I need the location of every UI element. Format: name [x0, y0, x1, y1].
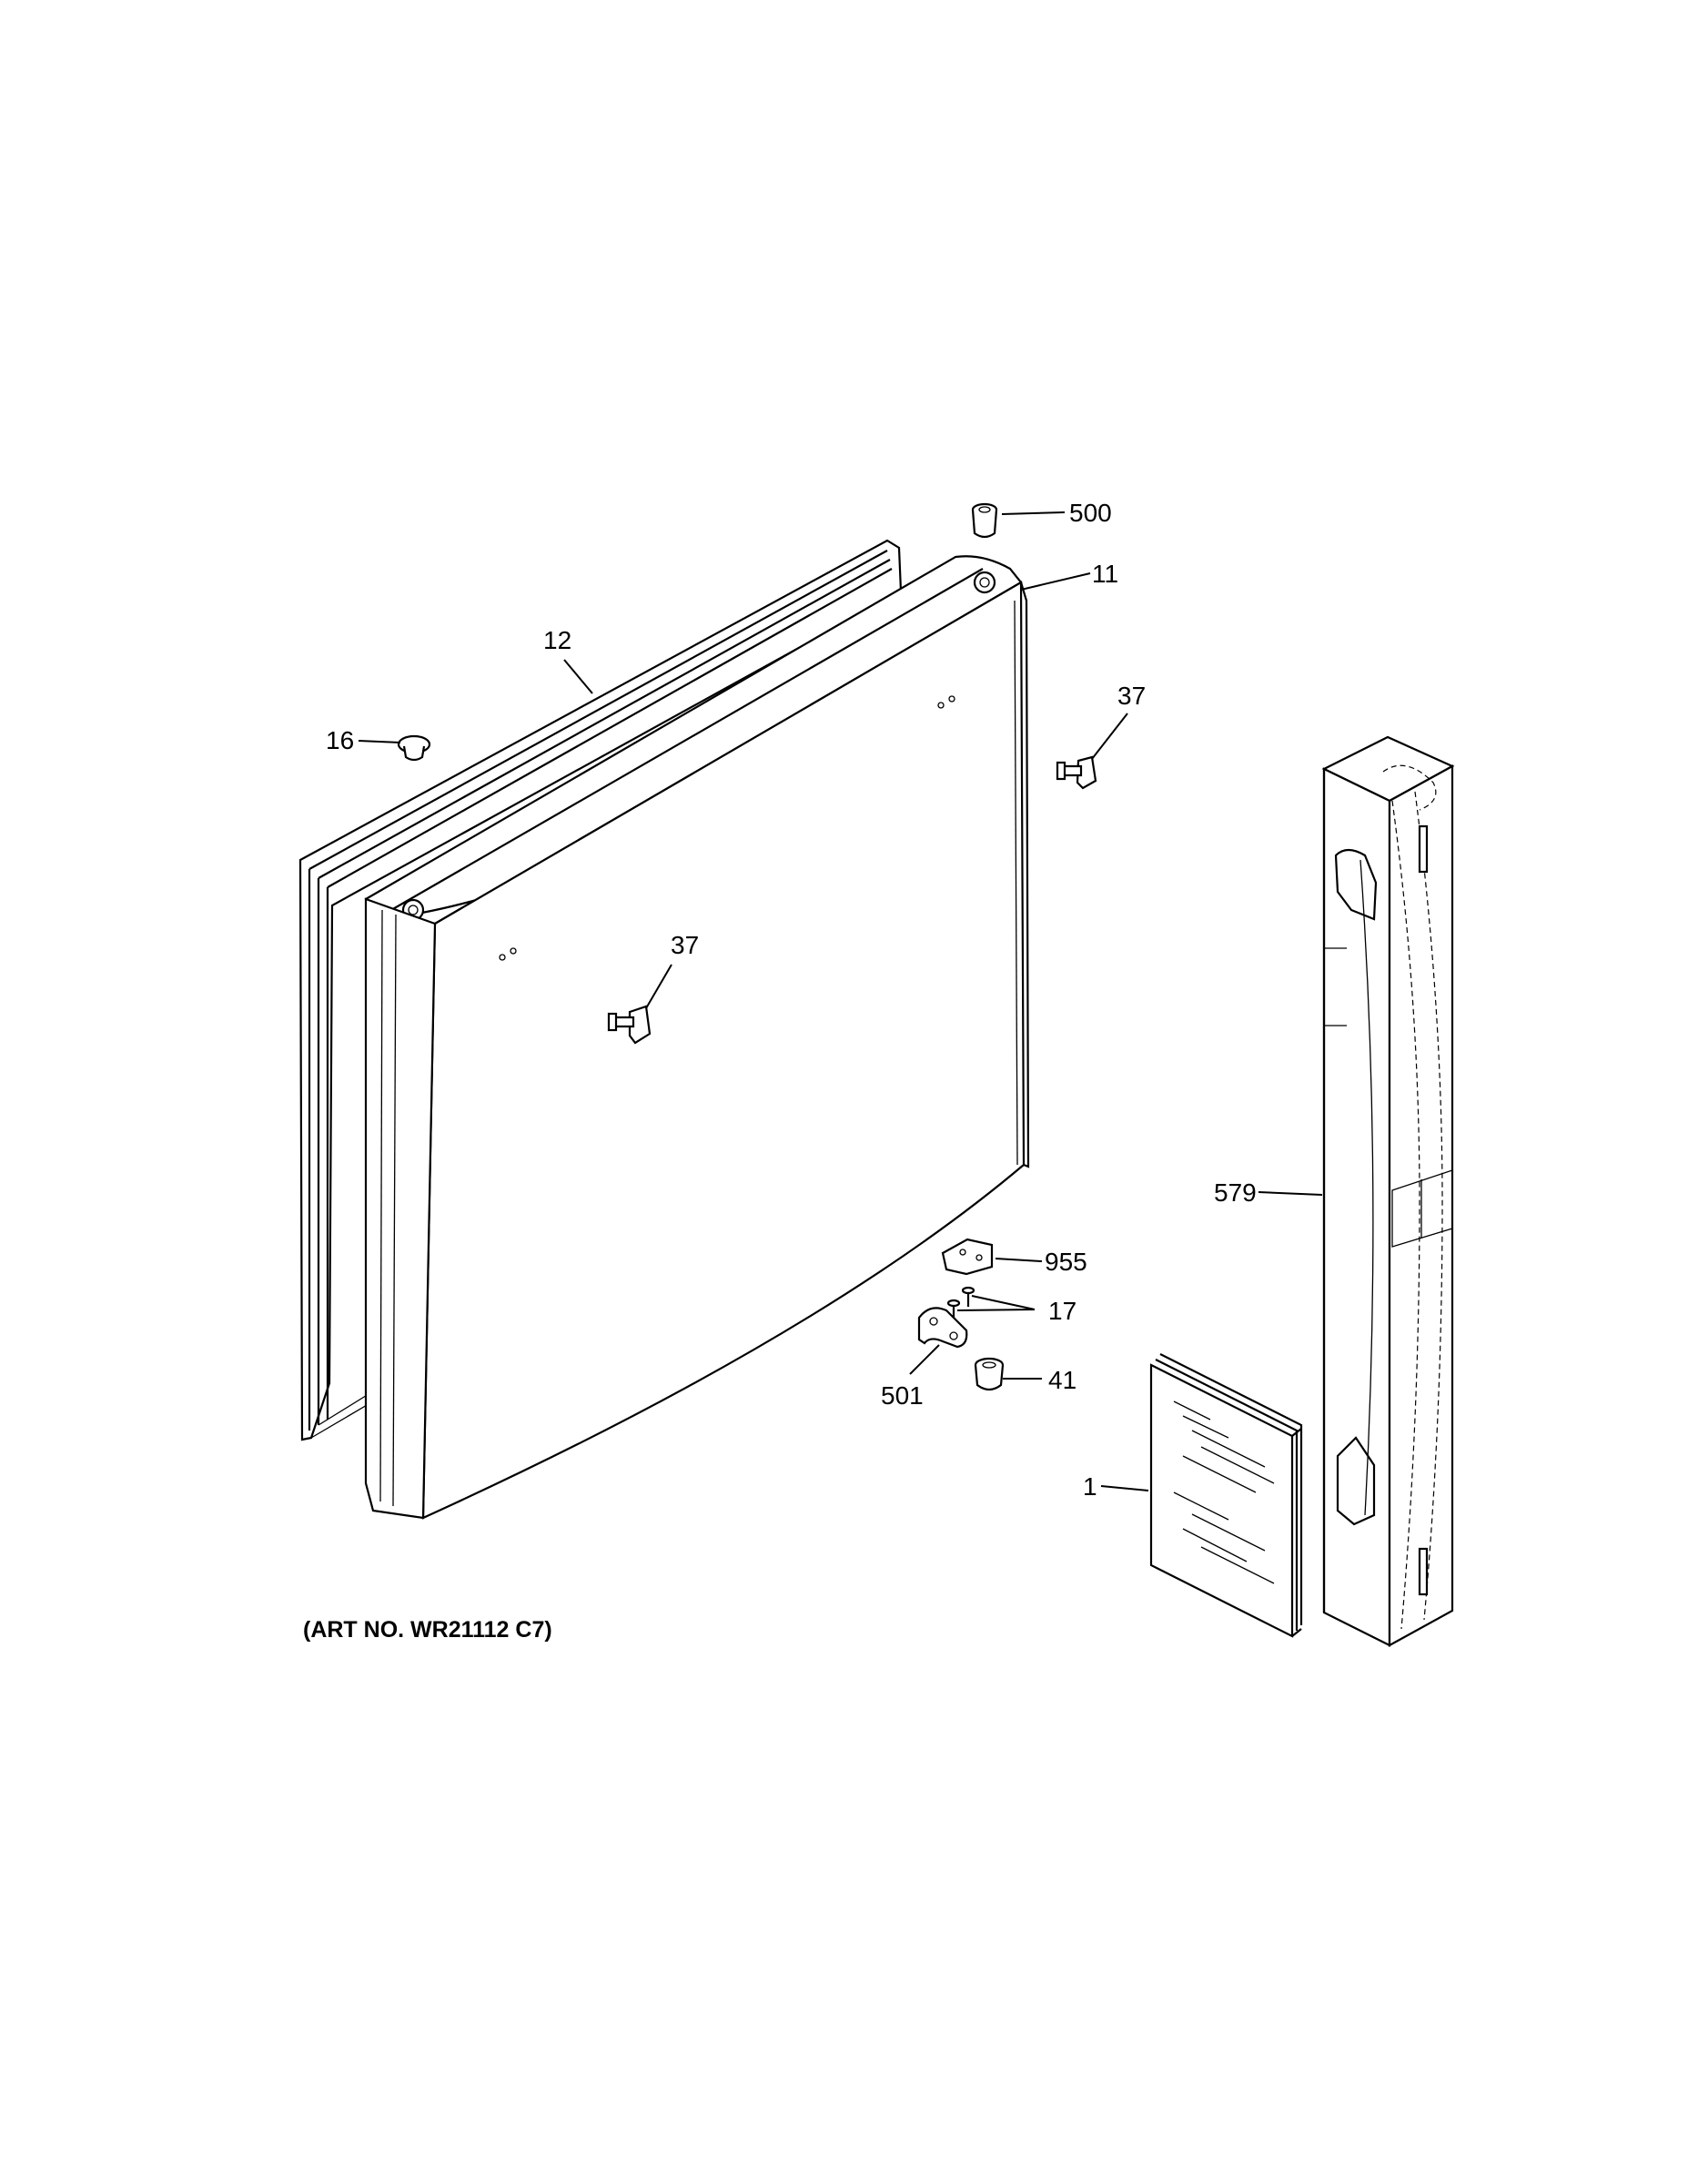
leader-17-a [971, 1295, 1036, 1310]
screw-37-center [607, 1005, 652, 1045]
art-number: (ART NO. WR21112 C7) [303, 1617, 552, 1643]
callout-579: 579 [1214, 1178, 1257, 1207]
screw-37-upper [1056, 755, 1097, 790]
callout-11: 11 [1092, 560, 1118, 588]
leader-lines [358, 511, 1323, 1491]
leader-37-center [645, 964, 672, 1009]
leader-501 [909, 1344, 940, 1375]
callout-12: 12 [543, 626, 571, 654]
handle-kit-box [1321, 735, 1455, 1647]
hinge-501 [917, 1307, 968, 1349]
leader-1 [1100, 1485, 1149, 1491]
callout-501: 501 [881, 1381, 924, 1410]
leader-579 [1258, 1191, 1323, 1196]
door-assembly [364, 555, 1030, 1520]
callout-500: 500 [1069, 499, 1112, 527]
callout-17: 17 [1048, 1297, 1076, 1325]
callout-1: 1 [1083, 1472, 1097, 1501]
callout-955: 955 [1045, 1248, 1087, 1276]
callout-41: 41 [1048, 1366, 1076, 1394]
plug-500 [971, 502, 998, 539]
leader-500 [1001, 511, 1066, 515]
leader-12 [563, 659, 593, 694]
owners-manual [1149, 1353, 1303, 1638]
bracket-955 [941, 1238, 994, 1276]
leader-17-b [956, 1309, 1036, 1311]
plug-16 [397, 734, 431, 762]
callout-37-center: 37 [671, 931, 699, 959]
leader-16 [358, 740, 401, 743]
bushing-41 [974, 1357, 1005, 1391]
leader-11 [1020, 572, 1091, 591]
door-gasket [298, 539, 903, 1441]
callout-37-upper: 37 [1117, 682, 1146, 710]
leader-955 [995, 1258, 1043, 1262]
leader-37-upper [1091, 713, 1128, 760]
callout-16: 16 [326, 726, 354, 754]
screws-17 [946, 1286, 975, 1318]
